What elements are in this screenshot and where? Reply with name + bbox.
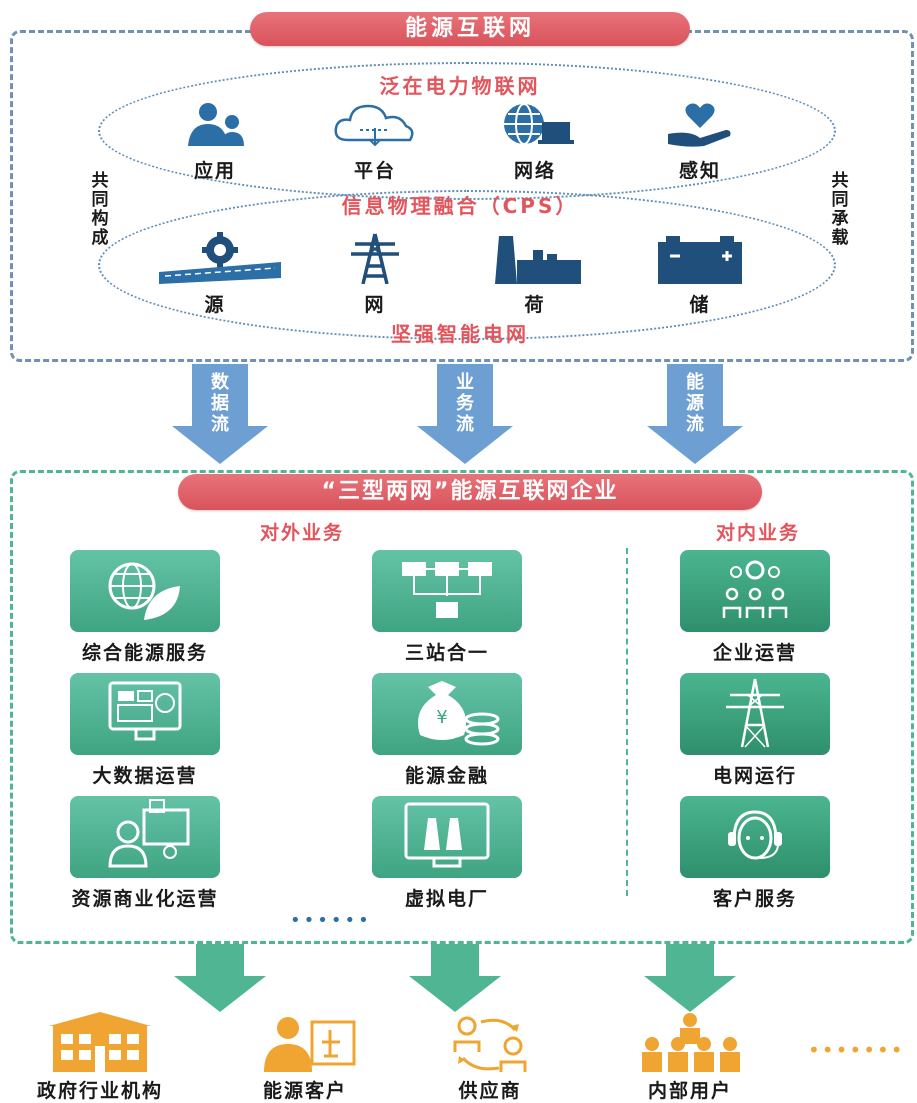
- cloud-icon: [334, 104, 414, 147]
- globe-leaf-icon: [108, 562, 180, 620]
- right-side-label: 共同承载: [831, 171, 849, 248]
- enterprise-operation-tile: [680, 550, 830, 632]
- customer-service-tile: [680, 796, 830, 878]
- grid-operation-label: 电网运行: [712, 765, 797, 787]
- energy-flow-label: 能源流: [686, 372, 704, 435]
- cps-title: 信息物理融合（CPS）: [341, 194, 579, 218]
- storage-item: 储: [640, 232, 760, 317]
- government-building-icon: [49, 1012, 151, 1072]
- hierarchy-icon: [402, 562, 492, 618]
- perception-item: 感知: [640, 100, 760, 183]
- enterprise-title: “三型两网”能源互联网企业: [178, 474, 762, 510]
- more-services-ellipsis: ••••••: [290, 910, 372, 931]
- platform-label: 平台: [353, 160, 396, 182]
- grid-item: 网: [315, 232, 435, 317]
- headset-agent-icon: [728, 810, 782, 860]
- battery-icon: [658, 236, 742, 284]
- resource-commerce-tile: [70, 796, 220, 878]
- team-gears-icon: [722, 560, 788, 618]
- upper-ellipse-title: 泛在电力物联网: [379, 74, 541, 98]
- down-arrow-middle: [409, 944, 501, 1012]
- virtual-plant-label: 虚拟电厂: [404, 888, 489, 910]
- svg-text:¥: ¥: [436, 707, 447, 728]
- supplier-user: 供应商: [420, 1012, 560, 1103]
- gear-plant-icon: [159, 232, 281, 284]
- data-flow-label: 数据流: [211, 372, 229, 435]
- transmission-tower-icon: [351, 233, 399, 285]
- external-business-title: 对外业务: [260, 522, 345, 544]
- three-station-tile: [372, 550, 522, 632]
- big-data-tile: [70, 673, 220, 755]
- integrated-energy-label: 综合能源服务: [81, 642, 208, 664]
- big-data-label: 大数据运营: [92, 765, 198, 787]
- internal-user: 内部用户: [615, 1012, 765, 1103]
- enterprise-operation-label: 企业运营: [712, 642, 797, 664]
- application-label: 应用: [193, 160, 236, 182]
- money-bag-coins-icon: ¥: [418, 681, 500, 746]
- energy-customer-user: 能源客户: [230, 1012, 380, 1103]
- load-label: 荷: [524, 294, 546, 316]
- left-side-label: 共同构成: [91, 171, 109, 248]
- internal-business-title: 对内业务: [716, 522, 801, 544]
- grid-operation-tile: [680, 673, 830, 755]
- monitor-plant-icon: [404, 802, 490, 868]
- people-screen-icon: [108, 799, 190, 868]
- heart-hand-icon: [668, 103, 731, 147]
- factory-icon: [495, 236, 581, 284]
- enterprise-frame: [10, 470, 914, 944]
- internal-user-label: 内部用户: [647, 1080, 732, 1102]
- down-arrow-right: [644, 944, 736, 1012]
- customer-service-label: 客户服务: [712, 888, 797, 910]
- resource-commerce-label: 资源商业化运营: [71, 888, 219, 910]
- source-item: 源: [155, 232, 281, 317]
- data-flow-arrow: 数据流: [170, 364, 270, 464]
- perception-label: 感知: [678, 160, 721, 182]
- storage-label: 储: [689, 294, 711, 316]
- three-station-label: 三站合一: [404, 642, 489, 664]
- supplier-label: 供应商: [458, 1080, 522, 1102]
- internal-users-icon: [642, 1013, 740, 1072]
- government-label: 政府行业机构: [36, 1080, 163, 1102]
- energy-finance-label: 能源金融: [404, 765, 489, 787]
- power-tower-icon: [726, 678, 784, 748]
- business-flow-arrow-shape: [417, 364, 513, 464]
- data-screen-icon: [108, 681, 182, 741]
- source-label: 源: [204, 294, 226, 316]
- business-flow-label: 业务流: [456, 372, 474, 435]
- network-item: 网络: [475, 100, 595, 183]
- internal-divider: [626, 548, 628, 896]
- government-user: 政府行业机构: [20, 1012, 180, 1103]
- down-arrow-left: [174, 944, 266, 1012]
- lower-ellipse: [98, 190, 836, 340]
- energy-customer-label: 能源客户: [262, 1080, 347, 1102]
- grid-label: 网: [364, 294, 386, 316]
- network-label: 网络: [513, 160, 556, 182]
- integrated-energy-tile: [70, 550, 220, 632]
- energy-finance-tile: ¥: [372, 673, 522, 755]
- platform-item: 平台: [315, 100, 435, 183]
- energy-flow-arrow-shape: [647, 364, 743, 464]
- application-item: 应用: [155, 100, 275, 183]
- lower-ellipse-title: 坚强智能电网: [391, 322, 529, 346]
- data-flow-arrow-shape: [172, 364, 268, 464]
- supplier-exchange-icon: [453, 1016, 527, 1072]
- people-icon: [188, 103, 244, 146]
- load-item: 荷: [475, 232, 595, 317]
- more-users-ellipsis: •••••••: [808, 1038, 905, 1062]
- business-flow-arrow: 业务流: [415, 364, 515, 464]
- customer-icon: [264, 1017, 356, 1072]
- energy-flow-arrow: 能源流: [645, 364, 745, 464]
- energy-internet-title: 能源互联网: [250, 12, 690, 46]
- virtual-plant-tile: [372, 796, 522, 878]
- globe-laptop-icon: [504, 103, 574, 145]
